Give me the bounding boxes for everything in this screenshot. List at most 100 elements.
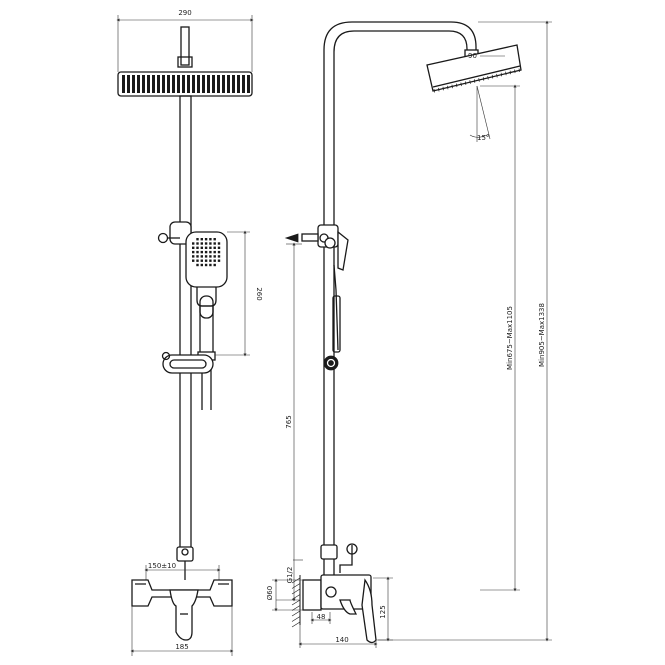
mixer-front — [131, 579, 233, 641]
spray-hole — [204, 246, 208, 249]
side-nozzle — [460, 82, 462, 87]
spray-hole — [192, 255, 195, 258]
nozzle-slot — [227, 75, 230, 93]
adjust-range-total-dimension: Min905~Max1338 — [378, 20, 552, 642]
side-diverter — [284, 224, 349, 271]
nozzle-slot — [232, 75, 235, 93]
eccentric-label: 150±10 — [148, 562, 176, 570]
nozzle-slot — [182, 75, 185, 93]
spray-hole — [196, 250, 199, 254]
mixer-width-label: 185 — [175, 643, 188, 651]
mixer-depth-dimension: 140 — [298, 625, 378, 648]
side-nozzle — [518, 68, 520, 73]
nozzle-slot — [197, 75, 200, 93]
nozzle-slot — [212, 75, 215, 93]
front-view: 290 — [116, 9, 263, 656]
nozzle-slot — [242, 75, 245, 93]
spray-hole — [200, 250, 203, 254]
front-arm-stub — [180, 26, 190, 66]
side-nozzle — [447, 85, 449, 90]
wall-hatch — [291, 583, 301, 589]
spray-hole — [196, 238, 199, 241]
spray-hole — [213, 242, 216, 245]
adjust-range-head-label: Min675~Max1105 — [506, 306, 514, 370]
hand-shower-length-dimension: 260 — [215, 230, 263, 357]
side-nozzle — [451, 84, 453, 89]
side-nozzle — [438, 87, 440, 92]
front-diverter-knob — [157, 221, 192, 245]
nozzle-slot — [172, 75, 175, 93]
side-nozzle — [487, 75, 489, 80]
side-riser-outer — [323, 21, 477, 580]
nozzle-slot — [247, 75, 250, 93]
spray-hole — [196, 255, 199, 258]
side-nozzle — [456, 83, 458, 88]
spray-hole — [209, 255, 212, 258]
spray-hole — [204, 242, 208, 245]
tilt-angle-dimension: 15° — [469, 85, 491, 142]
spray-hole — [196, 246, 199, 249]
arm-drop-dimension: 90 — [468, 52, 505, 60]
diameter-label: Ø60 — [266, 586, 274, 600]
tap-offset-label: 48 — [317, 613, 326, 621]
nozzle-slot — [122, 75, 125, 93]
wall-hatch — [291, 594, 301, 600]
bar-height-label: 765 — [285, 415, 293, 428]
head-width-label: 290 — [178, 9, 191, 17]
mixer-height-label: 125 — [379, 605, 387, 618]
nozzle-slot — [207, 75, 210, 93]
mixer-depth-label: 140 — [335, 636, 348, 644]
nozzle-slot — [222, 75, 225, 93]
spray-hole — [204, 255, 208, 258]
nozzle-slot — [237, 75, 240, 93]
spray-hole — [192, 250, 195, 254]
spray-hole — [217, 255, 221, 258]
spray-hole — [200, 255, 203, 258]
nozzle-slot — [187, 75, 190, 93]
spray-hole — [192, 242, 195, 245]
spray-hole — [209, 242, 212, 245]
nozzle-slot — [177, 75, 180, 93]
spray-hole — [209, 259, 212, 262]
connection-label: G1/2 — [286, 567, 294, 584]
head-width-dimension: 290 — [116, 9, 254, 72]
spray-hole — [213, 246, 216, 249]
wall-hatch — [291, 605, 301, 611]
nozzle-slot — [157, 75, 160, 93]
spray-hole — [209, 250, 212, 254]
spray-hole — [200, 263, 203, 267]
spray-hole — [200, 238, 203, 241]
spray-hole — [213, 263, 216, 267]
nozzle-slot — [217, 75, 220, 93]
spray-hole — [213, 238, 216, 241]
spray-hole — [192, 246, 195, 249]
spray-hole — [213, 259, 216, 262]
bar-height-dimension: 765 — [276, 242, 302, 602]
nozzle-slot — [167, 75, 170, 93]
hand-shower-length-label: 260 — [255, 287, 263, 300]
wall-hatch — [291, 588, 301, 595]
side-nozzle — [496, 73, 498, 78]
spray-hole — [209, 246, 212, 249]
nozzle-slot — [152, 75, 155, 93]
side-nozzle — [509, 70, 511, 75]
nozzle-slot — [192, 75, 195, 93]
spray-hole — [196, 263, 199, 267]
mixer-height-dimension: 125 — [373, 576, 393, 642]
spray-hole — [217, 246, 221, 249]
mixer-side — [291, 574, 377, 644]
front-riser-bar — [179, 95, 192, 552]
front-head-connector — [177, 56, 193, 68]
side-nozzle — [442, 86, 444, 91]
side-nozzle — [464, 81, 467, 86]
spray-hole — [204, 250, 208, 254]
wall-hatch — [291, 610, 301, 617]
nozzle-slot — [137, 75, 140, 93]
spray-hole — [217, 259, 221, 262]
spray-hole — [213, 255, 216, 258]
spray-hole — [209, 263, 212, 267]
wall-hatch — [291, 577, 301, 584]
rain-shower-head-front — [117, 71, 253, 97]
side-nozzle — [505, 71, 507, 76]
side-nozzle — [473, 79, 476, 83]
